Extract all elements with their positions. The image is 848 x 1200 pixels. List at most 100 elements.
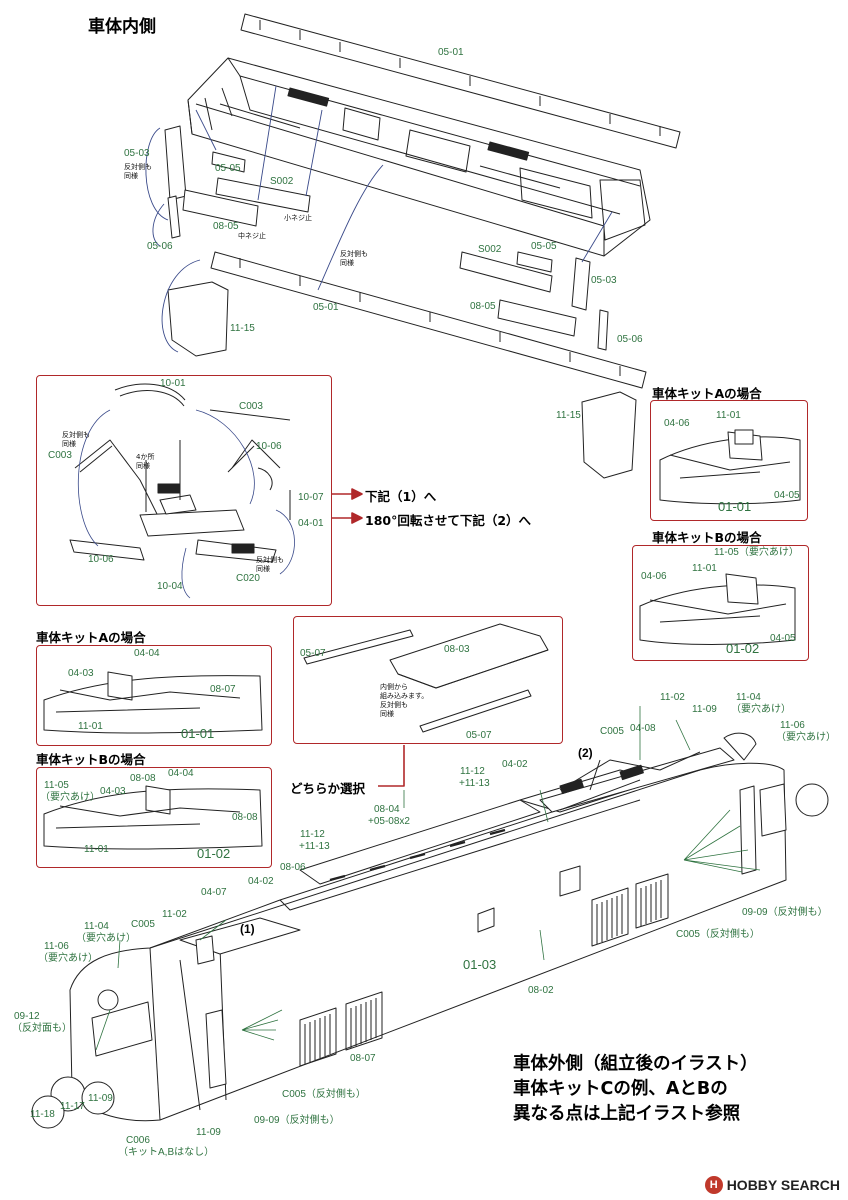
label-kit-b-right-04-06: 04-06	[641, 571, 667, 582]
kit-b-box-right	[632, 545, 809, 661]
part-11-15-top	[167, 281, 229, 357]
label-11-15-top: 11-15	[230, 323, 255, 334]
label-10-06-left: 10-06	[88, 554, 114, 565]
watermark-text: HOBBY SEARCH	[726, 1177, 840, 1193]
label-c003-top: C003	[239, 401, 263, 412]
label-c003-left: C003	[48, 450, 72, 461]
label-11-09-bottom: 11-09	[196, 1127, 221, 1138]
label-kit-a-left-04-04: 04-04	[134, 648, 160, 659]
label-11-04-right: 11-04	[736, 692, 761, 703]
label-11-04-left: 11-04	[84, 921, 109, 932]
label-11-04-left-note: （要穴あけ）	[76, 933, 136, 944]
label-04-02-left: 04-02	[248, 876, 274, 887]
label-c005-bottom: C005（反対側も）	[282, 1089, 366, 1100]
part-s002-right	[459, 251, 553, 293]
leader-lines	[95, 706, 761, 1051]
label-01-03: 01-03	[463, 957, 497, 972]
kit-a-box-right	[650, 400, 808, 521]
label-c006-note: （キットA,Bはなし）	[118, 1147, 215, 1158]
label-10-06-right: 10-06	[256, 441, 282, 452]
part-05-05-right	[516, 251, 553, 273]
part-05-03-right	[571, 257, 591, 311]
label-kit-a-left-01-01: 01-01	[181, 726, 215, 741]
label-05-06-left: 05-06	[147, 241, 173, 252]
heading-choose: どちらか選択	[290, 781, 366, 796]
pantograph-drawing	[69, 383, 291, 563]
label-10-04: 10-04	[157, 581, 183, 592]
label-11-12-left: 11-12	[300, 829, 325, 840]
label-11-02-left: 11-02	[162, 909, 187, 920]
detail-kit-a-left	[43, 671, 263, 734]
label-kit-b-left-01-02: 01-02	[197, 846, 231, 861]
label-09-12-note: （反対面も）	[12, 1023, 72, 1034]
heading-outside-3: 異なる点は上記イラスト参照	[513, 1104, 741, 1124]
note-small-screw: 小ネジ止	[284, 214, 312, 222]
label-08-05-right: 08-05	[470, 301, 496, 312]
label-choice-05-07-top: 05-07	[300, 648, 326, 659]
label-kit-a-right-01-01: 01-01	[718, 499, 752, 514]
label-kit-a-right-04-06: 04-06	[664, 418, 690, 429]
label-kit-b-left-11-05-note: （要穴あけ）	[40, 792, 100, 803]
label-11-09-front: 11-09	[88, 1093, 113, 1104]
detail-kit-b-right	[639, 573, 796, 645]
label-08-04-plus: +05-08x2	[368, 816, 410, 827]
label-11-06-right-note: （要穴あけ）	[776, 732, 836, 743]
label-04-02-right: 04-02	[502, 759, 528, 770]
detail-kit-a-right	[659, 429, 801, 505]
heading-kit-a-left: 車体キットAの場合	[36, 630, 146, 645]
label-c005-top: C005	[600, 726, 624, 737]
label-c005-right-side: C005（反対側も）	[676, 929, 760, 940]
label-kit-b-left-04-04: 04-04	[168, 768, 194, 779]
heading-kit-b-right: 車体キットBの場合	[652, 530, 762, 545]
label-kit-b-right-01-02: 01-02	[726, 641, 760, 656]
label-05-06-right: 05-06	[617, 334, 643, 345]
label-kit-b-left-04-03: 04-03	[100, 786, 126, 797]
label-s002-left: S002	[270, 176, 294, 187]
heading-outside-2: 車体キットCの例、AとBの	[513, 1079, 728, 1099]
note-opposite-same-1: 反対側も 同様	[124, 163, 152, 180]
label-09-09-right-side: 09-09（反対側も）	[742, 907, 828, 918]
label-08-06: 08-06	[280, 862, 306, 873]
side-rail-top	[240, 13, 681, 149]
label-kit-b-left-08-08-right: 08-08	[232, 812, 258, 823]
label-choice-05-07-bottom: 05-07	[466, 730, 492, 741]
part-11-15-right	[581, 391, 637, 479]
label-04-08: 04-08	[630, 723, 656, 734]
label-kit-b-right-04-05: 04-05	[770, 633, 796, 644]
label-08-07: 08-07	[350, 1053, 376, 1064]
label-choice-08-03: 08-03	[444, 644, 470, 655]
label-05-05-right: 05-05	[531, 241, 557, 252]
label-kit-a-left-08-07: 08-07	[210, 684, 236, 695]
part-05-06-right	[597, 309, 609, 351]
part-05-03-left	[164, 125, 187, 201]
label-kit-b-right-11-01: 11-01	[692, 563, 717, 574]
label-11-06-left-note: （要穴あけ）	[38, 953, 98, 964]
label-kit-b-left-11-05: 11-05	[44, 780, 69, 791]
label-10-07: 10-07	[298, 492, 324, 503]
label-11-02-right: 11-02	[660, 692, 685, 703]
roof-choice-box	[293, 616, 563, 744]
label-kit-a-right-04-05: 04-05	[774, 490, 800, 501]
note-opposite-same-2: 反対側も 同様	[340, 250, 368, 267]
label-kit-a-left-11-01: 11-01	[78, 721, 103, 732]
arrow-label-to-1: 下記（1）へ	[365, 489, 437, 504]
label-kit-b-right-11-05: 11-05（要穴あけ）	[714, 547, 799, 558]
part-05-05-left	[211, 151, 246, 173]
label-kit-b-left-08-08-top: 08-08	[130, 773, 156, 784]
label-05-01-top: 05-01	[438, 47, 464, 58]
label-c006: C006	[126, 1135, 150, 1146]
label-11-13-left: +11-13	[299, 841, 330, 852]
label-kit-b-left-11-01: 11-01	[84, 844, 109, 855]
label-kit-a-left-04-03: 04-03	[68, 668, 94, 679]
label-09-09-bottom: 09-09（反対側も）	[254, 1115, 340, 1126]
part-s002-left	[215, 177, 311, 213]
part-05-06-left	[167, 195, 181, 239]
note-four-places: 4か所 同様	[136, 453, 155, 470]
part-08-05-left	[182, 189, 259, 227]
label-11-17: 11-17	[60, 1101, 85, 1112]
pantograph-lead-lines	[77, 409, 295, 599]
part-08-05-right	[497, 299, 577, 337]
label-11-15-right: 11-15	[556, 410, 581, 421]
